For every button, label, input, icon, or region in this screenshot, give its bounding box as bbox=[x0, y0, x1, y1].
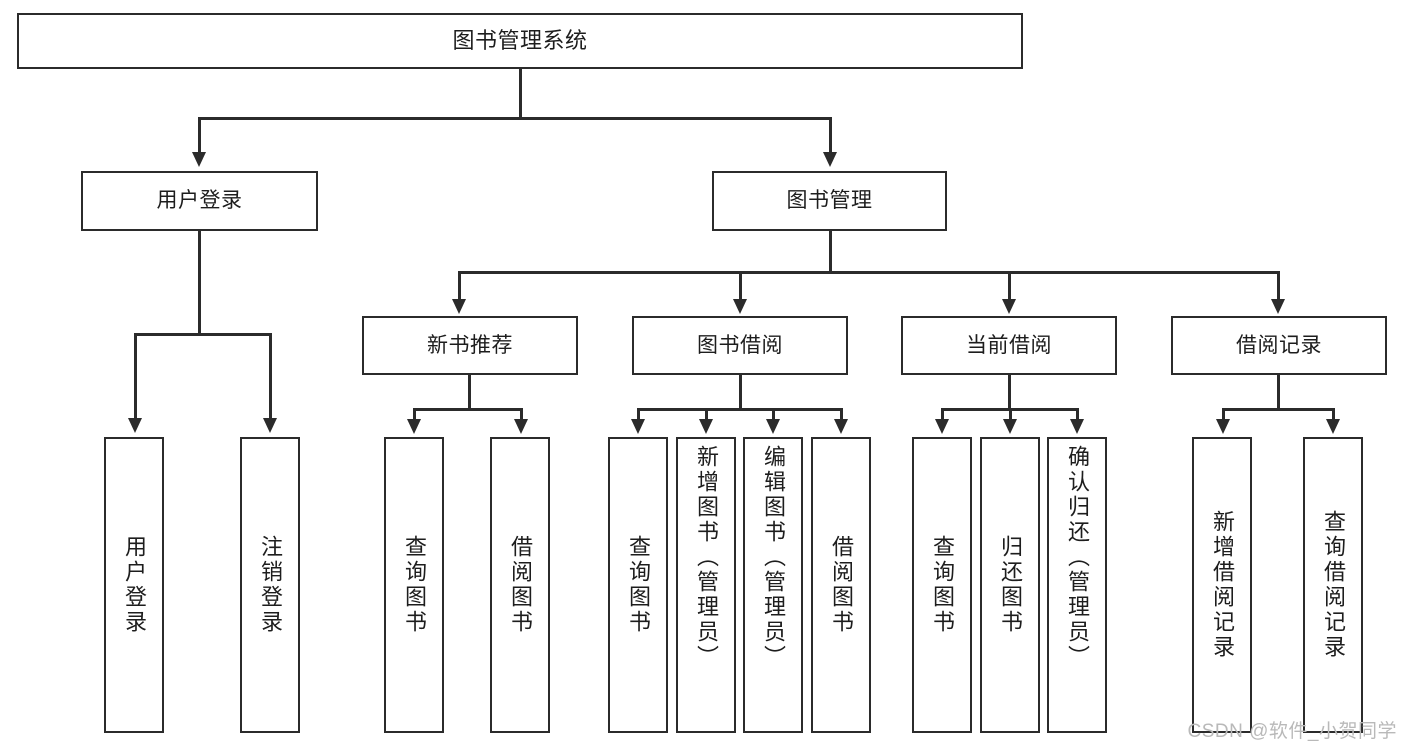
connector-borrow-record-stem bbox=[1277, 375, 1280, 410]
connector-borrow-record-leaf-2 bbox=[1332, 408, 1335, 422]
connector-to-book-management bbox=[829, 117, 832, 157]
node-user-login[interactable]: 用户登录 bbox=[81, 171, 318, 231]
leaf-borrow-record-query-record[interactable]: 查询借阅记录 bbox=[1303, 437, 1363, 733]
leaf-label: 借阅图书 bbox=[507, 535, 533, 635]
connector-book-borrow-leaf-2 bbox=[705, 408, 708, 422]
arrowhead-user-login bbox=[192, 152, 206, 167]
leaf-label: 新增借阅记录 bbox=[1209, 510, 1235, 660]
connector-current-borrow-leaf-2 bbox=[1009, 408, 1012, 422]
leaf-book-borrow-borrow-books[interactable]: 借阅图书 bbox=[811, 437, 871, 733]
connector-book-borrow-leaf-4 bbox=[840, 408, 843, 422]
node-label: 图书管理系统 bbox=[452, 27, 588, 53]
arrowhead-book-borrow-leaf-3 bbox=[766, 419, 780, 434]
connector-book-borrow-stem bbox=[739, 375, 742, 410]
node-root-book-management-system[interactable]: 图书管理系统 bbox=[17, 13, 1023, 69]
arrowhead-book-borrow-leaf-2 bbox=[699, 419, 713, 434]
connector-book-borrow-leaf-1 bbox=[637, 408, 640, 422]
leaf-label: 查询借阅记录 bbox=[1320, 510, 1346, 660]
node-book-management[interactable]: 图书管理 bbox=[712, 171, 947, 231]
arrowhead-current-borrow-leaf-1 bbox=[935, 419, 949, 434]
connector-root-bar bbox=[198, 117, 832, 120]
connector-new-book-stem bbox=[468, 375, 471, 410]
arrowhead-new-book-leaf-2 bbox=[514, 419, 528, 434]
arrowhead-current-borrow-leaf-2 bbox=[1003, 419, 1017, 434]
leaf-label: 确认归还（管理员） bbox=[1064, 445, 1090, 670]
connector-to-user-login bbox=[198, 117, 201, 157]
connector-new-book-leaf-1 bbox=[413, 408, 416, 422]
leaf-new-book-borrow-books[interactable]: 借阅图书 bbox=[490, 437, 550, 733]
leaf-user-login-login[interactable]: 用户登录 bbox=[104, 437, 164, 733]
leaf-user-login-logout[interactable]: 注销登录 bbox=[240, 437, 300, 733]
connector-user-login-stem bbox=[198, 231, 201, 335]
leaf-label: 查询图书 bbox=[625, 535, 651, 635]
connector-to-borrow-record bbox=[1277, 271, 1280, 302]
watermark: CSDN @软件_小贺同学 bbox=[1187, 721, 1397, 742]
leaf-book-borrow-query-books[interactable]: 查询图书 bbox=[608, 437, 668, 733]
leaf-new-book-query-books[interactable]: 查询图书 bbox=[384, 437, 444, 733]
leaf-label: 新增图书（管理员） bbox=[693, 445, 719, 670]
leaf-label: 借阅图书 bbox=[828, 535, 854, 635]
leaf-book-borrow-edit-book-admin[interactable]: 编辑图书（管理员） bbox=[743, 437, 803, 733]
node-label: 图书借阅 bbox=[697, 333, 783, 357]
node-label: 借阅记录 bbox=[1236, 333, 1322, 357]
arrowhead-new-book-leaf-1 bbox=[407, 419, 421, 434]
node-label: 当前借阅 bbox=[966, 333, 1052, 357]
arrowhead-borrow-record bbox=[1271, 299, 1285, 314]
connector-book-borrow-bar bbox=[637, 408, 841, 411]
connector-book-borrow-leaf-3 bbox=[772, 408, 775, 422]
leaf-label: 编辑图书（管理员） bbox=[760, 445, 786, 670]
connector-to-book-borrow bbox=[739, 271, 742, 302]
node-label: 图书管理 bbox=[786, 189, 873, 213]
leaf-book-borrow-add-book-admin[interactable]: 新增图书（管理员） bbox=[676, 437, 736, 733]
leaf-label: 查询图书 bbox=[929, 535, 955, 635]
leaf-label: 归还图书 bbox=[997, 535, 1023, 635]
arrowhead-current-borrow bbox=[1002, 299, 1016, 314]
arrowhead-new-book bbox=[452, 299, 466, 314]
connector-user-login-bar bbox=[134, 333, 272, 336]
connector-new-book-leaf-2 bbox=[520, 408, 523, 422]
leaf-label: 注销登录 bbox=[257, 535, 283, 635]
connector-to-new-book bbox=[458, 271, 461, 302]
connector-current-borrow-stem bbox=[1008, 375, 1011, 410]
leaf-label: 查询图书 bbox=[401, 535, 427, 635]
connector-user-login-leaf-1 bbox=[134, 333, 137, 421]
node-label: 用户登录 bbox=[156, 189, 243, 213]
connector-current-borrow-leaf-3 bbox=[1076, 408, 1079, 422]
node-book-borrowing[interactable]: 图书借阅 bbox=[632, 316, 848, 375]
node-label: 新书推荐 bbox=[427, 333, 513, 357]
connector-new-book-bar bbox=[413, 408, 523, 411]
arrowhead-book-borrow-leaf-1 bbox=[631, 419, 645, 434]
leaf-label: 用户登录 bbox=[121, 535, 147, 635]
arrowhead-user-login-leaf-2 bbox=[263, 418, 277, 433]
arrowhead-current-borrow-leaf-3 bbox=[1070, 419, 1084, 434]
arrowhead-book-borrow-leaf-4 bbox=[834, 419, 848, 434]
arrowhead-user-login-leaf-1 bbox=[128, 418, 142, 433]
arrowhead-borrow-record-leaf-2 bbox=[1326, 419, 1340, 434]
connector-borrow-record-leaf-1 bbox=[1222, 408, 1225, 422]
node-new-book-recommendation[interactable]: 新书推荐 bbox=[362, 316, 578, 375]
node-borrowing-record[interactable]: 借阅记录 bbox=[1171, 316, 1387, 375]
connector-user-login-leaf-2 bbox=[269, 333, 272, 421]
connector-current-borrow-leaf-1 bbox=[941, 408, 944, 422]
leaf-current-borrow-confirm-return-admin[interactable]: 确认归还（管理员） bbox=[1047, 437, 1107, 733]
arrowhead-book-borrow bbox=[733, 299, 747, 314]
leaf-current-borrow-return-books[interactable]: 归还图书 bbox=[980, 437, 1040, 733]
arrowhead-borrow-record-leaf-1 bbox=[1216, 419, 1230, 434]
connector-root-stem bbox=[519, 69, 522, 119]
connector-book-management-stem bbox=[829, 231, 832, 273]
connector-to-current-borrow bbox=[1008, 271, 1011, 302]
arrowhead-book-management bbox=[823, 152, 837, 167]
connector-borrow-record-bar bbox=[1222, 408, 1335, 411]
connector-level3-bar bbox=[458, 271, 1279, 274]
leaf-borrow-record-add-record[interactable]: 新增借阅记录 bbox=[1192, 437, 1252, 733]
leaf-current-borrow-query-books[interactable]: 查询图书 bbox=[912, 437, 972, 733]
node-current-borrowing[interactable]: 当前借阅 bbox=[901, 316, 1117, 375]
